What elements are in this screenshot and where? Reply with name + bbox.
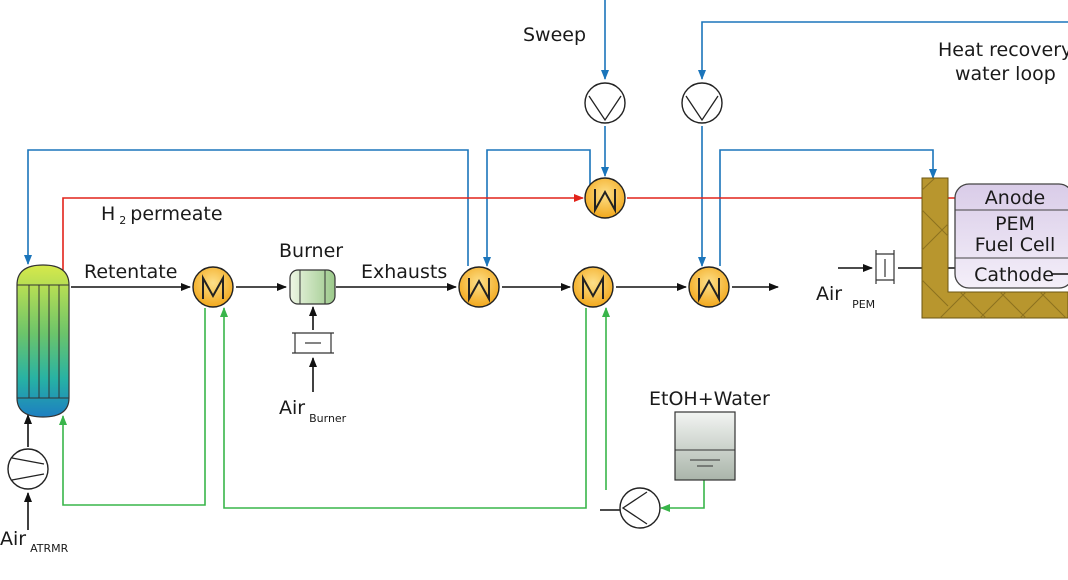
air-atrmr-main: Air	[0, 528, 26, 550]
pem-fuel-cell	[921, 177, 1068, 319]
heat-recovery-label-line2: water loop	[955, 63, 1056, 85]
air-compressor	[7, 448, 49, 490]
h2-label-sub: 2	[119, 214, 126, 227]
membrane-reactor	[16, 264, 70, 418]
anode-label: Anode	[985, 187, 1045, 209]
pem-label: PEM	[995, 213, 1035, 235]
h2-label-main: H	[101, 203, 115, 225]
heat-exchanger-3	[572, 266, 614, 308]
hydrogen-stream	[62, 194, 973, 270]
heat-recovery-label-line1: Heat recovery	[938, 39, 1068, 61]
exhausts-label: Exhausts	[361, 261, 447, 283]
water-to-hx2-line	[483, 149, 591, 267]
air-burner-main: Air	[279, 397, 305, 419]
sweep-pump	[584, 82, 626, 124]
hx1-to-reactor-feed-line	[59, 308, 206, 506]
water-to-reactor-line	[24, 149, 469, 266]
water-to-fuel-cell-line	[719, 149, 937, 266]
h2-permeate-line	[62, 194, 584, 270]
air-burner-valve	[292, 332, 334, 354]
feed-streams	[59, 307, 705, 512]
air-pem-valve	[875, 250, 895, 284]
retentate-label: Retentate	[84, 261, 177, 283]
etoh-water-tank	[674, 411, 736, 481]
tank-to-pump-line	[660, 480, 705, 512]
heat-exchanger-4	[688, 266, 730, 308]
air-burner-sub: Burner	[309, 412, 347, 425]
air-atrmr-sub: ATRMR	[30, 542, 69, 555]
etoh-water-label: EtOH+Water	[649, 388, 770, 410]
heat-exchanger-2	[458, 266, 500, 308]
process-streams	[24, 264, 969, 530]
sweep-label: Sweep	[523, 24, 586, 46]
feed-pump	[619, 487, 661, 529]
water-loop-pump	[681, 82, 723, 124]
blue-streams	[24, 0, 1068, 267]
air-pem-main: Air	[816, 283, 842, 305]
air-pem-label: Air PEM	[816, 283, 875, 311]
hx3-to-hx1-feed-line	[220, 307, 587, 509]
air-burner-label: Air Burner	[279, 397, 347, 425]
fuel-cell-label: Fuel Cell	[975, 234, 1055, 256]
heat-exchanger-1	[192, 266, 234, 308]
burner-label: Burner	[279, 240, 343, 262]
cathode-label: Cathode	[974, 264, 1054, 286]
heat-exchanger-sweep	[584, 177, 626, 219]
h2-permeate-label: H 2 permeate	[101, 203, 223, 228]
heat-recovery-inlet-line	[698, 21, 1068, 80]
burner	[289, 269, 336, 305]
air-pem-sub: PEM	[852, 298, 875, 311]
h2-label-rest: permeate	[130, 203, 222, 225]
air-atrmr-label: Air ATRMR	[0, 528, 69, 555]
